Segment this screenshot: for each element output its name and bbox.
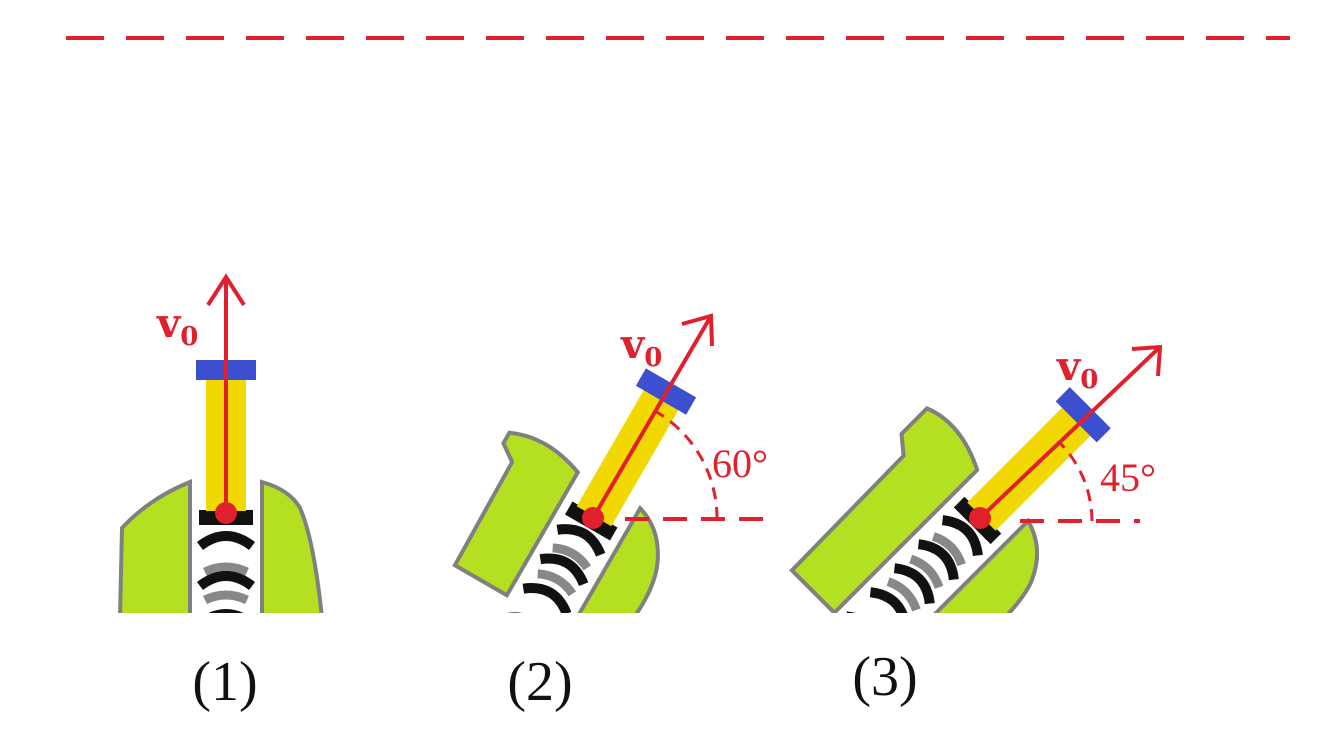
- velocity-label: v0: [620, 321, 662, 373]
- velocity-arrow-head: [206, 273, 246, 307]
- case-label: (3): [852, 646, 917, 708]
- launcher-body-left: [452, 430, 581, 598]
- angle-arc: [654, 409, 719, 520]
- launcher-setup-1: v0 (1): [118, 273, 324, 713]
- spring: [505, 524, 606, 613]
- launcher-body-right: [566, 504, 660, 613]
- launcher-body-right: [260, 479, 324, 613]
- velocity-arrow-head: [681, 313, 714, 347]
- velocity-label: v0: [156, 300, 198, 352]
- launcher-body-right: [896, 517, 1040, 613]
- launch-point: [969, 507, 991, 529]
- spring: [845, 515, 983, 613]
- velocity-arrow-shaft: [591, 314, 713, 520]
- spring: [196, 531, 256, 613]
- angle-arc: [1057, 440, 1094, 522]
- velocity-arrow-shaft: [978, 345, 1162, 520]
- launcher-body-left: [789, 406, 980, 613]
- launch-point: [215, 502, 237, 524]
- angle-label: 45°: [1100, 455, 1156, 500]
- case-label: (1): [192, 651, 257, 713]
- tube-cap: [1055, 387, 1111, 443]
- launcher-setup-2: v0 60° (2): [452, 313, 768, 713]
- angle-label: 60°: [712, 441, 768, 486]
- launcher-body-left: [118, 479, 192, 613]
- launch-point: [582, 507, 604, 529]
- velocity-label: v0: [1056, 343, 1098, 395]
- case-label: (2): [507, 651, 572, 713]
- velocity-arrow-head: [1131, 344, 1163, 377]
- launcher-setup-3: v0 45° (3): [789, 343, 1163, 708]
